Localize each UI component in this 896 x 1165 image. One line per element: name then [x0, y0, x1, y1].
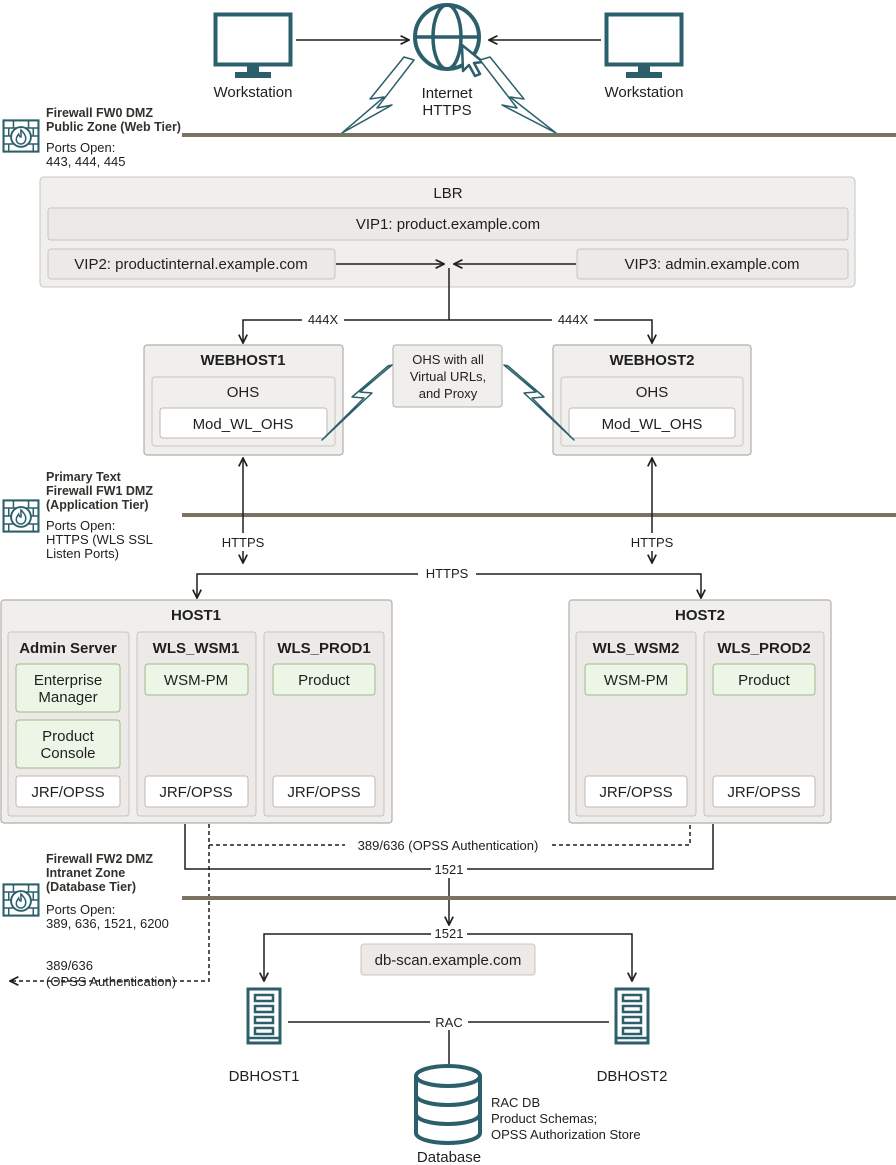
callout-line3: and Proxy [419, 386, 478, 401]
ext-opss-line2: (OPSS Authentication) [46, 974, 176, 989]
workstation-right-label: Workstation [605, 84, 684, 101]
firewall-fw2: Firewall FW2 DMZ Intranet Zone (Database… [2, 852, 896, 931]
fw2-title: Firewall FW2 DMZ [46, 852, 153, 866]
db-scan-box: db-scan.example.com [360, 943, 536, 976]
admin-server-title: Admin Server [19, 640, 117, 657]
port-444x-right: 444X [558, 312, 589, 327]
prod2-jrf: JRF/OPSS [727, 784, 800, 801]
dbhost1-label: DBHOST1 [229, 1068, 300, 1085]
fw0-ports: 443, 444, 445 [46, 154, 126, 169]
prod1-jrf: JRF/OPSS [287, 784, 360, 801]
host1-title: HOST1 [171, 607, 221, 624]
wls-prod2-title: WLS_PROD2 [717, 640, 810, 657]
lightning-icon [321, 364, 393, 441]
internet-label: Internet [422, 85, 474, 102]
host2-title: HOST2 [675, 607, 725, 624]
wls-prod1-title: WLS_PROD1 [277, 640, 370, 657]
ohs-callout: OHS with all Virtual URLs, and Proxy [392, 344, 503, 408]
callout-line2: Virtual URLs, [410, 369, 486, 384]
webhost2-ohs: OHS [636, 384, 669, 401]
port-1521-a: 1521 [435, 862, 464, 877]
webhost2-module: Mod_WL_OHS [602, 416, 703, 433]
db-note-line2: Product Schemas; [491, 1111, 597, 1126]
callout-line1: OHS with all [412, 352, 484, 367]
webhost2-title: WEBHOST2 [609, 352, 694, 369]
monitor-icon [213, 12, 293, 80]
vip1: VIP1: product.example.com [356, 216, 540, 233]
port-1521-b: 1521 [435, 926, 464, 941]
fw0-zone: Public Zone (Web Tier) [46, 120, 181, 134]
server-icon [614, 987, 650, 1045]
ext-opss-line1: 389/636 [46, 958, 93, 973]
dbhost2-label: DBHOST2 [597, 1068, 668, 1085]
fw1-zone: (Application Tier) [46, 498, 149, 512]
wsm1-component: WSM-PM [164, 672, 228, 689]
https-right: HTTPS [631, 535, 674, 550]
https-label: HTTPS [422, 102, 471, 119]
fw1-ports-line2: Listen Ports) [46, 546, 119, 561]
port-444x-left: 444X [308, 312, 339, 327]
lbr-box: LBR VIP1: product.example.com VIP2: prod… [39, 176, 856, 288]
db-note-line3: OPSS Authorization Store [491, 1127, 641, 1142]
lightning-icon [341, 56, 415, 134]
admin-jrf: JRF/OPSS [31, 784, 104, 801]
opss-auth-label: 389/636 (OPSS Authentication) [358, 838, 539, 853]
fw1-primary-text: Primary Text [46, 470, 122, 484]
monitor-icon [604, 12, 684, 80]
vip2: VIP2: productinternal.example.com [74, 256, 307, 273]
lbr-title: LBR [433, 185, 462, 202]
firewall-fw0: Firewall FW0 DMZ Public Zone (Web Tier) … [2, 106, 896, 169]
pc-line2: Console [40, 745, 95, 762]
host2: HOST2 WLS_WSM2 WSM-PM JRF/OPSS WLS_PROD2… [568, 599, 832, 824]
fw1-title: Firewall FW1 DMZ [46, 484, 153, 498]
workstation-right: Workstation [604, 12, 684, 101]
fw1-ports-line1: HTTPS (WLS SSL [46, 532, 153, 547]
wsm1-jrf: JRF/OPSS [159, 784, 232, 801]
fw2-ports-label: Ports Open: [46, 902, 115, 917]
db-scan-label: db-scan.example.com [375, 952, 522, 969]
https-middle: HTTPS [426, 566, 469, 581]
fw2-tier: (Database Tier) [46, 880, 136, 894]
wsm2-component: WSM-PM [604, 672, 668, 689]
prod1-component: Product [298, 672, 351, 689]
dbhost1: DBHOST1 [229, 987, 300, 1085]
prod2-component: Product [738, 672, 791, 689]
webhost2: WEBHOST2 OHS Mod_WL_OHS [552, 344, 752, 456]
https-left: HTTPS [222, 535, 265, 550]
database-label: Database [417, 1149, 481, 1165]
webhost1-ohs: OHS [227, 384, 260, 401]
firewall-icon [2, 883, 40, 917]
server-icon [246, 987, 282, 1045]
fw2-zone: Intranet Zone [46, 866, 125, 880]
workstation-left: Workstation [213, 12, 293, 101]
workstation-left-label: Workstation [214, 84, 293, 101]
wls-wsm1-title: WLS_WSM1 [153, 640, 240, 657]
host1: HOST1 Admin Server Enterprise Manager Pr… [0, 599, 393, 824]
em-line1: Enterprise [34, 672, 102, 689]
rac-label: RAC [435, 1015, 462, 1030]
webhost1: WEBHOST1 OHS Mod_WL_OHS [143, 344, 344, 456]
fw0-title: Firewall FW0 DMZ [46, 106, 153, 120]
wsm2-jrf: JRF/OPSS [599, 784, 672, 801]
firewall-icon [2, 499, 40, 533]
fw1-ports-label: Ports Open: [46, 518, 115, 533]
em-line2: Manager [38, 689, 97, 706]
dbhost2: DBHOST2 [597, 987, 668, 1085]
webhost1-module: Mod_WL_OHS [193, 416, 294, 433]
fw2-ports: 389, 636, 1521, 6200 [46, 916, 169, 931]
pc-line1: Product [42, 728, 95, 745]
lightning-icon [503, 364, 575, 441]
firewall-icon [2, 119, 40, 153]
wls-wsm2-title: WLS_WSM2 [593, 640, 680, 657]
lightning-icon [479, 56, 557, 134]
vip3: VIP3: admin.example.com [624, 256, 799, 273]
firewall-fw1: Primary Text Firewall FW1 DMZ (Applicati… [2, 470, 896, 561]
webhost1-title: WEBHOST1 [200, 352, 285, 369]
db-note-line1: RAC DB [491, 1095, 540, 1110]
database-icon [414, 1064, 482, 1145]
fw0-ports-label: Ports Open: [46, 140, 115, 155]
